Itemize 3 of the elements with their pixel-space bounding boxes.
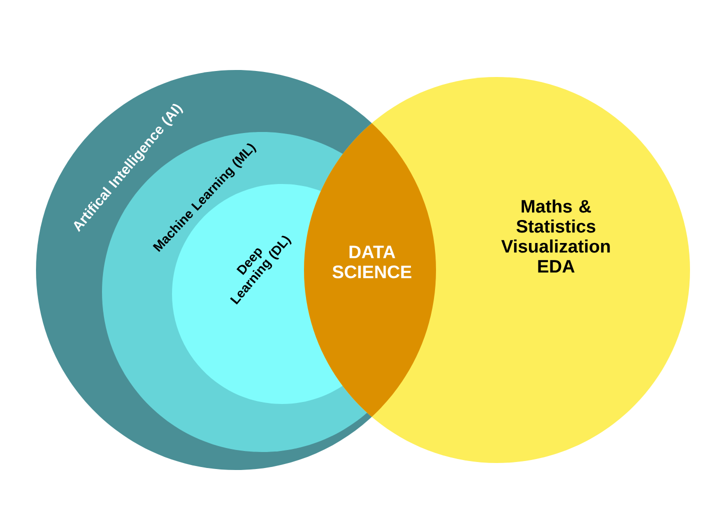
circle-label: Maths & Statistics Visualization EDA [501, 199, 610, 273]
circle [304, 77, 690, 463]
circle-label: DATA SCIENCE [332, 246, 412, 278]
